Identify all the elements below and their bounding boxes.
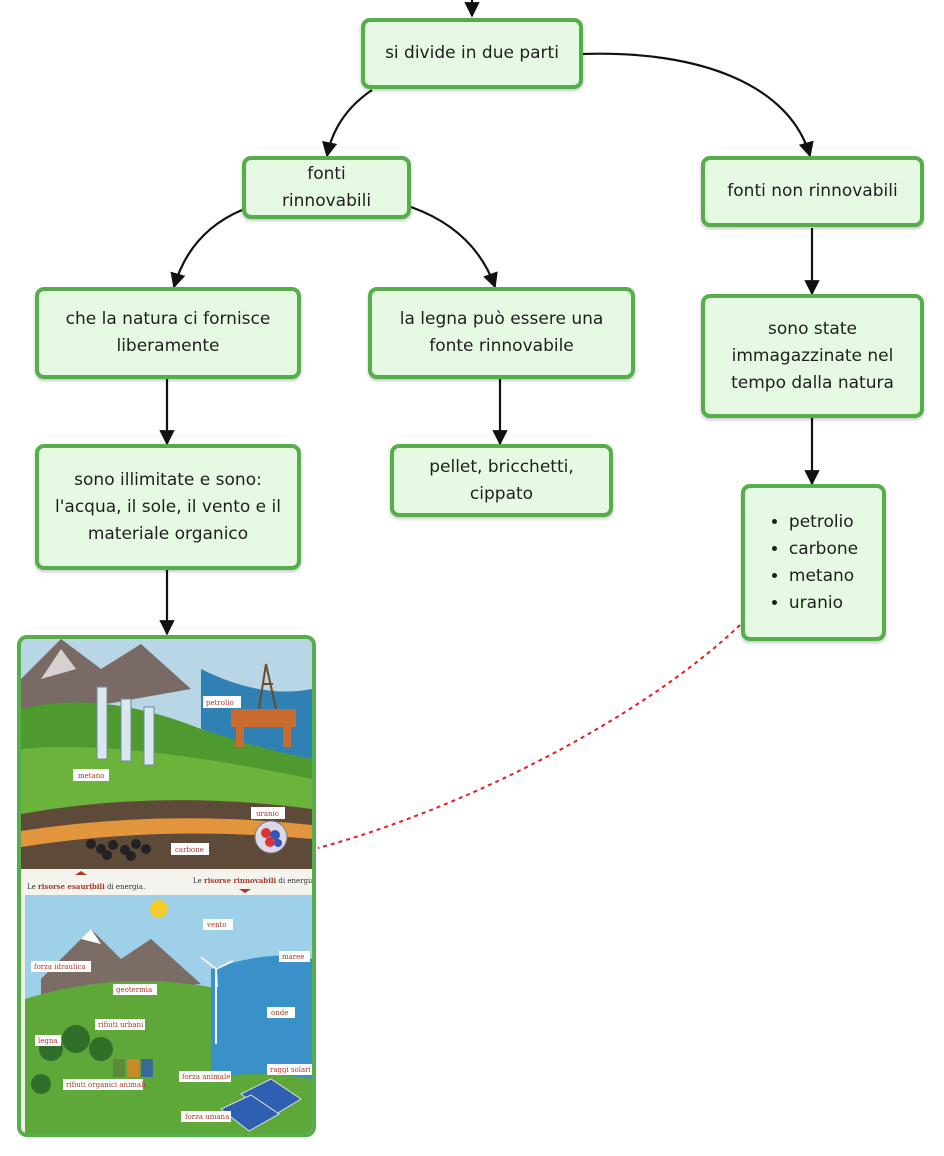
node-renewable[interactable]: fonti rinnovabili [242, 156, 411, 219]
label-carbone: carbone [175, 846, 204, 854]
fossil-item: uranio [789, 590, 858, 617]
node-nature-provides[interactable]: che la natura ci fornisce liberamente [35, 287, 301, 379]
fossil-item: petrolio [789, 509, 858, 536]
label-geotermia: geotermia [116, 986, 152, 994]
label-maree: maree [282, 953, 304, 961]
label-forza-animale: forza animale [182, 1073, 230, 1081]
node-divide-text: si divide in due parti [385, 43, 559, 63]
fossil-item: carbone [789, 536, 858, 563]
node-divide[interactable]: si divide in due parti [361, 18, 583, 89]
node-energy-illustration[interactable]: petrolio metano uranio carbone Le risors… [17, 635, 316, 1137]
node-renewable-text: fonti rinnovabili [281, 163, 372, 211]
node-pellet[interactable]: pellet, bricchetti, cippato [390, 444, 613, 517]
connector-renewable-wood [410, 205, 498, 289]
node-unlimited[interactable]: sono illimitate e sono: l'acqua, il sole… [35, 444, 301, 570]
fossil-list: petrolio carbone metano uranio [769, 509, 858, 617]
label-vento: vento [206, 921, 227, 929]
label-raggi-solari: raggi solari [270, 1066, 312, 1074]
node-pellet-text: pellet, bricchetti, cippato [429, 456, 574, 504]
label-onde: onde [271, 1009, 288, 1017]
node-non-renewable-text: fonti non rinnovabili [727, 181, 898, 201]
label-forza-idraulica: forza idraulica [34, 963, 86, 971]
label-rifiuti-organici: rifiuti organici animali [66, 1081, 146, 1089]
label-uranio: uranio [256, 810, 279, 818]
node-fossil-list[interactable]: petrolio carbone metano uranio [741, 484, 886, 641]
node-nature-provides-text: che la natura ci fornisce liberamente [65, 309, 271, 356]
label-legna: legna [38, 1037, 58, 1045]
caption-renewable: Le risorse rinnovabili di energia. [193, 876, 312, 885]
connector-renewable-nature [170, 208, 243, 289]
node-stored[interactable]: sono state immagazzinate nel tempo dalla… [701, 294, 924, 418]
node-unlimited-text: sono illimitate e sono: l'acqua, il sole… [55, 469, 281, 544]
label-petrolio: petrolio [206, 699, 234, 707]
label-forza-umana: forza umana [185, 1113, 229, 1121]
node-wood[interactable]: la legna può essere una fonte rinnovabil… [368, 287, 635, 379]
connector-divide-renewable [322, 89, 373, 158]
node-wood-text: la legna può essere una fonte rinnovabil… [399, 309, 604, 356]
energy-illustration: petrolio metano uranio carbone Le risors… [21, 639, 312, 1133]
node-stored-text: sono state immagazzinate nel tempo dalla… [731, 318, 894, 393]
caption-exhaustible: Le risorse esauribili di energia. [27, 882, 145, 891]
label-metano: metano [78, 772, 105, 780]
fossil-item: metano [789, 563, 858, 590]
dotted-link-fossil-photo [317, 624, 741, 849]
connector-divide-nonrenewable [581, 52, 814, 158]
label-rifiuti-urbani: rifiuti urbani [98, 1021, 144, 1029]
node-non-renewable[interactable]: fonti non rinnovabili [701, 156, 924, 227]
